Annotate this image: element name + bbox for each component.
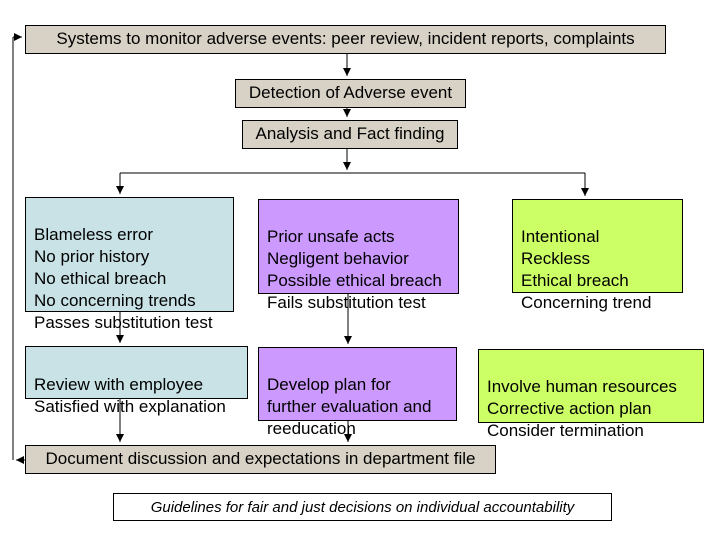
- analysis-box: Analysis and Fact finding: [242, 120, 458, 149]
- intentional-text: Intentional Reckless Ethical breach Conc…: [521, 227, 652, 312]
- analysis-text: Analysis and Fact finding: [255, 124, 445, 144]
- prior-unsafe-acts-text: Prior unsafe acts Negligent behavior Pos…: [267, 227, 442, 312]
- develop-plan-box: Develop plan for further evaluation and …: [258, 347, 457, 438]
- review-employee-box: Review with employee Satisfied with expl…: [25, 346, 248, 416]
- involve-hr-box: Involve human resources Corrective actio…: [478, 349, 704, 440]
- document-file-box: Document discussion and expectations in …: [25, 445, 496, 474]
- intentional-box: Intentional Reckless Ethical breach Conc…: [512, 199, 683, 312]
- systems-monitor-box: Systems to monitor adverse events: peer …: [25, 25, 666, 54]
- involve-hr-text: Involve human resources Corrective actio…: [487, 377, 677, 440]
- review-employee-text: Review with employee Satisfied with expl…: [34, 375, 226, 416]
- blameless-error-text: Blameless error No prior history No ethi…: [34, 225, 213, 332]
- caption-box: Guidelines for fair and just decisions o…: [113, 493, 612, 521]
- blameless-error-box: Blameless error No prior history No ethi…: [25, 197, 234, 332]
- detection-text: Detection of Adverse event: [248, 83, 453, 103]
- caption-text: Guidelines for fair and just decisions o…: [150, 498, 575, 516]
- prior-unsafe-acts-box: Prior unsafe acts Negligent behavior Pos…: [258, 199, 459, 312]
- develop-plan-text: Develop plan for further evaluation and …: [267, 375, 432, 438]
- detection-box: Detection of Adverse event: [235, 79, 466, 108]
- document-file-text: Document discussion and expectations in …: [45, 449, 476, 469]
- systems-monitor-text: Systems to monitor adverse events: peer …: [56, 29, 635, 49]
